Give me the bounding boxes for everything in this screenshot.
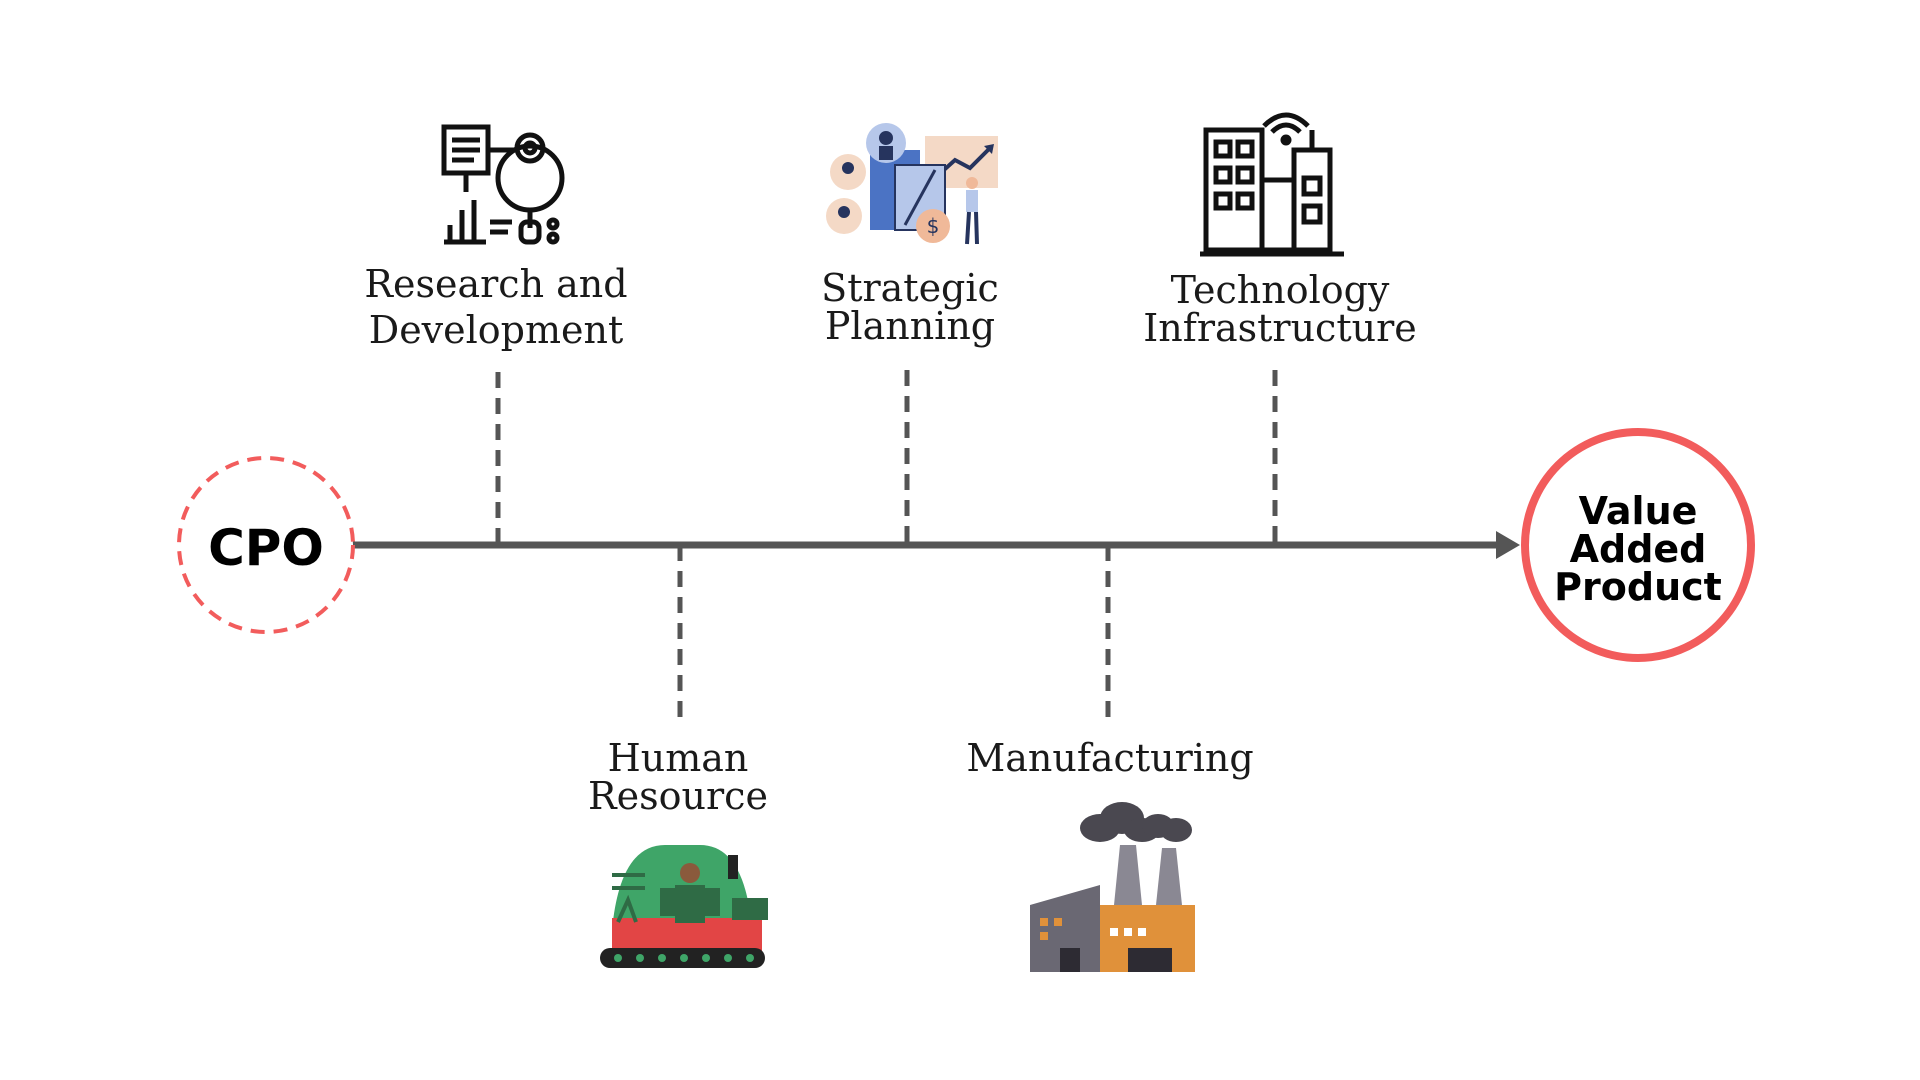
branch-label-manufacturing: Manufacturing	[966, 738, 1253, 778]
start-node-label: CPO	[208, 519, 324, 577]
office-buildings-wifi-icon	[1200, 112, 1344, 257]
end-node-label: Value Added Product	[1554, 492, 1722, 606]
end-node-line-1: Value	[1578, 489, 1698, 533]
branch-label-line: Research and	[364, 262, 628, 306]
svg-text:$: $	[927, 214, 940, 238]
arrow-head	[1496, 531, 1520, 559]
start-node-circle	[177, 456, 355, 634]
research-gear-magnifier-icon	[441, 124, 565, 245]
branch-label-line: Planning	[824, 304, 996, 348]
branch-label-research: Research and Development	[364, 264, 627, 350]
business-planning-chart-icon: $	[826, 123, 998, 245]
branch-label-technology: Technology Infrastructure	[1143, 270, 1416, 348]
branch-label-line: Manufacturing	[966, 736, 1254, 780]
end-node-circle	[1521, 428, 1755, 662]
worker-conveyor-icon	[600, 845, 768, 968]
branch-label-line: Human	[607, 736, 749, 780]
branch-label-line: Development	[368, 308, 624, 352]
end-node-line-2: Added	[1569, 527, 1707, 571]
branch-label-line: Strategic	[821, 266, 999, 310]
branch-label-line: Infrastructure	[1143, 306, 1417, 350]
branch-label-line: Technology	[1170, 268, 1390, 312]
factory-smokestack-icon	[1030, 802, 1195, 972]
end-node-line-3: Product	[1554, 565, 1722, 609]
branch-label-strategic: Strategic Planning	[821, 268, 999, 346]
branch-label-line: Resource	[588, 774, 768, 818]
branch-label-human: Human Resource	[588, 738, 768, 816]
